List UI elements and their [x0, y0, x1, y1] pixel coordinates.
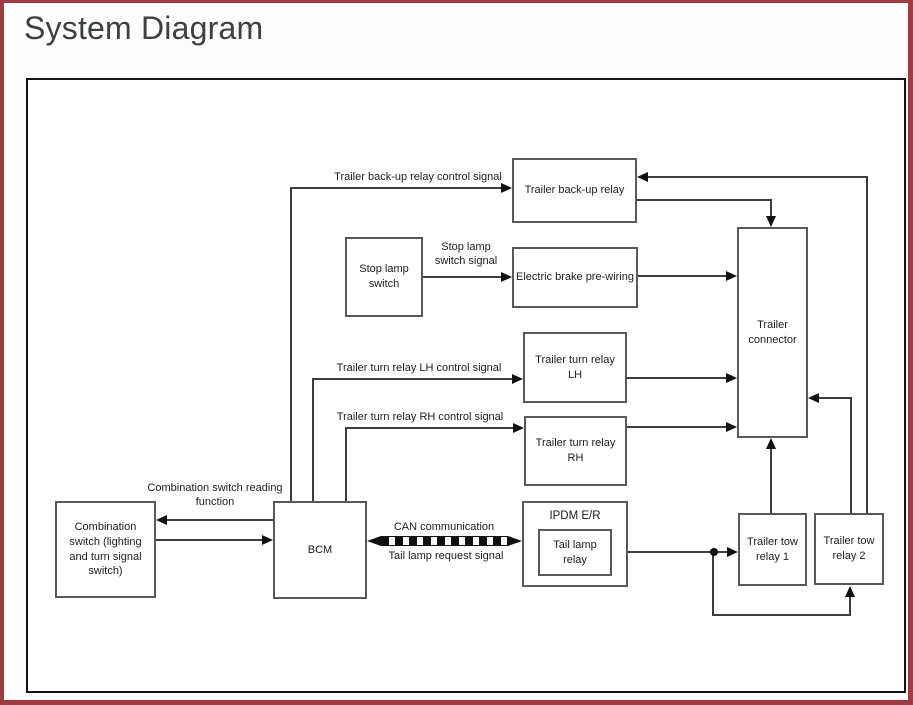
- node-label: BCM: [307, 543, 333, 556]
- signal-label-tail-lamp-request: Tail lamp request signal: [388, 550, 504, 562]
- node-label: Trailer back-up relay: [524, 184, 625, 197]
- signal-label-can-communication: CAN communication: [393, 521, 495, 533]
- node-label: Trailer tow relay 2: [823, 535, 875, 562]
- wire-lh-to-connector: [627, 377, 726, 379]
- wire-turn-rh-vertical: [345, 427, 347, 501]
- node-electric-brake-prewiring: Electric brake pre-wiring: [512, 247, 638, 308]
- wire-backup-control-vertical: [290, 187, 292, 501]
- node-trailer-backup-relay: Trailer back-up relay: [512, 158, 637, 223]
- can-bus-dashed-line: [381, 536, 508, 546]
- node-trailer-tow-relay-2: Trailer tow relay 2: [814, 513, 884, 585]
- arrowhead-into-backup-relay-feedback: [637, 172, 648, 182]
- arrowhead-into-tow-relay1: [727, 547, 738, 557]
- wire-tow2-to-connector-vertical: [850, 397, 852, 513]
- wire-tow1-to-connector: [770, 449, 772, 513]
- node-label: Trailer tow relay 1: [747, 535, 798, 563]
- node-trailer-connector: Trailer connector: [737, 227, 808, 438]
- arrowhead-into-turn-rh: [513, 423, 524, 433]
- wire-turn-rh-horizontal: [345, 427, 513, 429]
- wire-tow2-to-backup-vertical: [866, 176, 868, 513]
- wire-taillamp-branch-horizontal: [712, 614, 851, 616]
- arrowhead-backup-into-connector-top: [766, 216, 776, 227]
- node-label: IPDM E/R: [549, 510, 601, 522]
- wire-backup-control-horizontal: [290, 187, 502, 189]
- wire-branch-to-tow2: [849, 597, 851, 615]
- node-trailer-tow-relay-1: Trailer tow relay 1: [738, 513, 807, 586]
- wire-rh-to-connector: [627, 426, 726, 428]
- wire-taillamp-branch-vertical: [712, 551, 714, 615]
- node-combination-switch: Combination switch (lighting and turn si…: [55, 501, 156, 598]
- node-bcm: BCM: [273, 501, 367, 599]
- wire-turn-lh-horizontal: [312, 378, 512, 380]
- node-stop-lamp-switch: Stop lamp switch: [345, 237, 423, 317]
- node-label: Trailer connector: [748, 318, 797, 346]
- node-trailer-turn-relay-lh: Trailer turn relay LH: [523, 332, 627, 403]
- wire-tow2-to-backup-horizontal: [648, 176, 868, 178]
- arrowhead-into-bcm: [262, 535, 273, 545]
- arrowhead-into-electric-brake: [501, 272, 512, 282]
- wire-brake-to-connector: [638, 275, 726, 277]
- wire-tow2-to-connector-horizontal: [819, 397, 852, 399]
- wire-turn-lh-vertical: [312, 378, 314, 501]
- wire-bcm-to-combination: [167, 519, 273, 521]
- signal-label-stop-lamp: Stop lamp switch signal: [434, 241, 498, 268]
- arrowhead-rh-into-connector: [726, 422, 737, 432]
- arrowhead-into-tow-relay2-bottom: [845, 586, 855, 597]
- arrowhead-into-turn-lh: [512, 374, 523, 384]
- arrowhead-lh-into-connector: [726, 373, 737, 383]
- arrowhead-brake-into-connector: [726, 271, 737, 281]
- node-label: Electric brake pre-wiring: [516, 271, 634, 284]
- signal-label-backup-control: Trailer back-up relay control signal: [334, 171, 502, 183]
- node-label: Combination switch (lighting and turn si…: [69, 521, 142, 578]
- wire-backup-to-connector-vertical: [770, 199, 772, 216]
- page-title: System Diagram: [24, 10, 264, 46]
- can-arrowhead-left: [367, 536, 381, 546]
- arrowhead-into-backup-relay: [501, 183, 512, 193]
- arrowhead-into-combination-switch: [156, 515, 167, 525]
- wire-combination-to-bcm: [156, 539, 262, 541]
- node-label: Trailer turn relay RH: [535, 437, 616, 464]
- can-arrowhead-right: [508, 536, 522, 546]
- node-label: Tail lamp relay: [553, 538, 597, 566]
- wire-taillamp-to-tow1: [612, 551, 727, 553]
- signal-label-combination-reading: Combination switch reading function: [147, 482, 283, 509]
- signal-label-turn-lh-control: Trailer turn relay LH control signal: [336, 362, 502, 374]
- node-trailer-turn-relay-rh: Trailer turn relay RH: [524, 416, 627, 486]
- node-label: Stop lamp switch: [359, 263, 409, 290]
- wire-stoplamp-to-brake: [423, 276, 501, 278]
- signal-label-turn-rh-control: Trailer turn relay RH control signal: [336, 411, 504, 423]
- wire-junction-dot: [710, 548, 718, 556]
- arrowhead-tow1-into-connector-bottom: [766, 438, 776, 449]
- node-tail-lamp-relay: Tail lamp relay: [538, 529, 612, 576]
- node-label: Trailer turn relay LH: [535, 353, 615, 381]
- wire-backup-to-connector-horizontal: [637, 199, 772, 201]
- arrowhead-tow2-into-connector-right: [808, 393, 819, 403]
